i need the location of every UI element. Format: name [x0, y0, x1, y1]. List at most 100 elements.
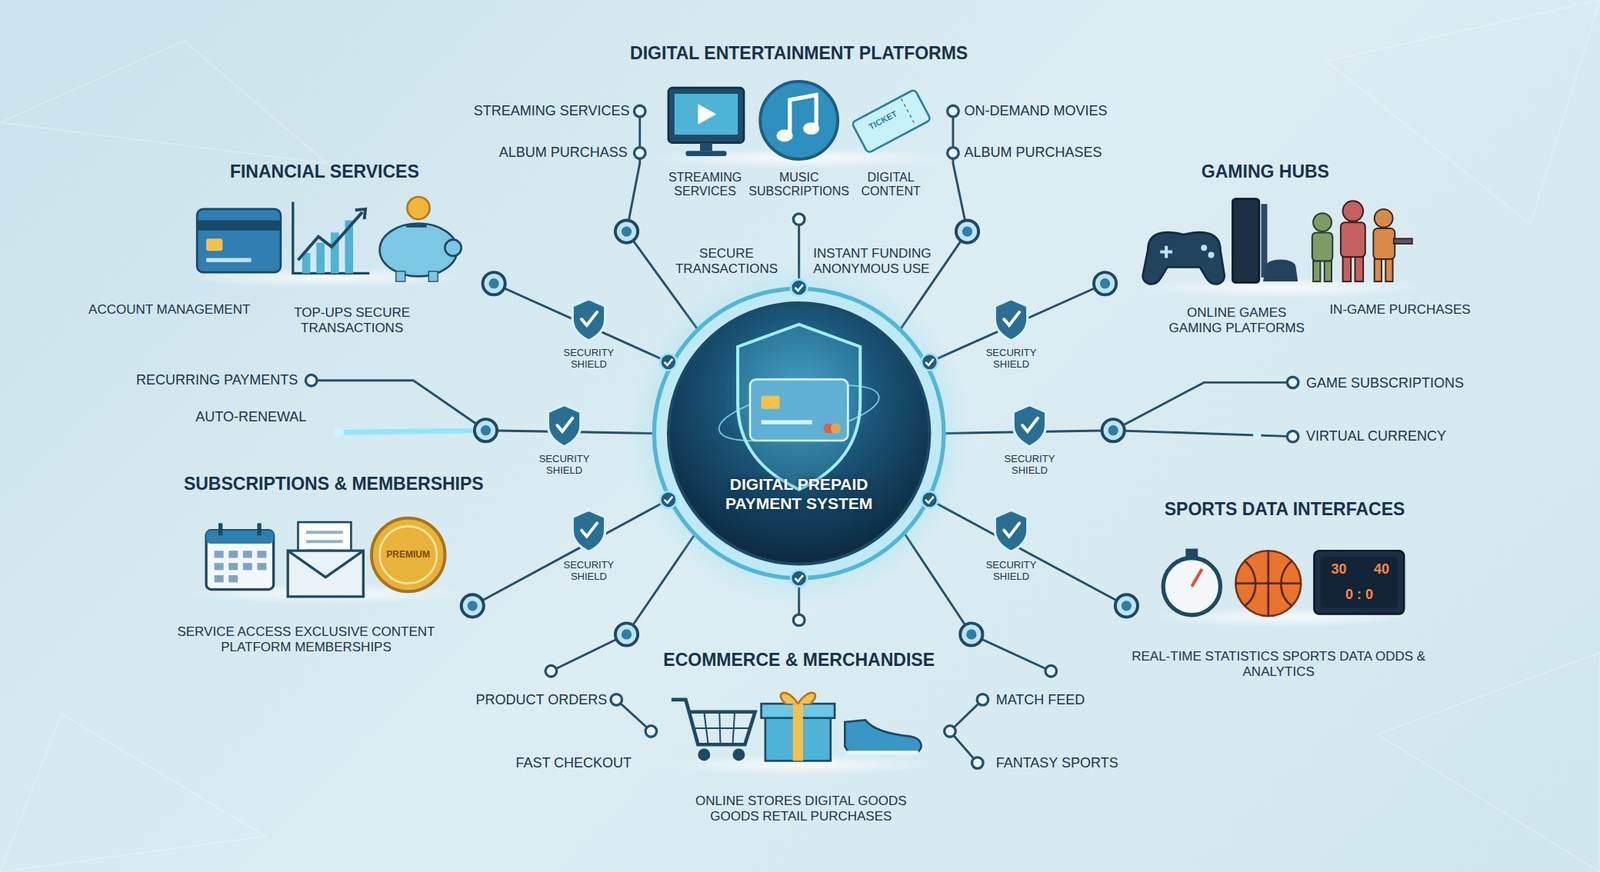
drawn-shape	[760, 81, 838, 160]
drawn-shape	[316, 243, 325, 274]
cluster-heading: SUBSCRIPTIONS & MEMBERSHIPS	[183, 473, 484, 494]
icon-caption: ONLINE GAMES GAMING PLATFORMS	[1160, 305, 1314, 336]
drawn-shape	[793, 703, 804, 761]
branch-label: MATCH FEED	[996, 692, 1086, 709]
shield-label: SECURITY SHIELD	[530, 453, 600, 477]
symbol-instance	[790, 279, 807, 296]
score-digit: 30	[1330, 561, 1347, 578]
icon-caption: SERVICE ACCESS EXCLUSIVE CONTENT PLATFOR…	[152, 624, 460, 655]
drawn-stroke	[1160, 246, 1173, 259]
drawn-shape	[243, 550, 253, 558]
drawn-shape	[243, 563, 253, 570]
drawn-stroke	[929, 500, 1127, 607]
drawn-shape	[214, 550, 224, 558]
drawn-shape	[761, 396, 780, 410]
node-title: DIGITAL PREPAID PAYMENT SYSTEM	[710, 474, 888, 514]
drawn-shape	[700, 143, 713, 152]
drawn-shape	[256, 550, 267, 558]
drawn-shape	[256, 523, 261, 536]
score-digit: 0 : 0	[1345, 586, 1374, 604]
drawn-stroke	[1244, 560, 1256, 606]
drawn-stroke	[1143, 232, 1225, 284]
drawn-shape	[228, 575, 238, 583]
drawn-shape	[851, 89, 931, 154]
branch-label: FANTASY SPORTS	[996, 755, 1119, 772]
cluster-heading: GAMING HUBS	[1201, 161, 1330, 182]
symbol-instance	[790, 570, 807, 587]
symbol-instance	[976, 694, 989, 707]
drawn-shape	[444, 240, 461, 257]
drawn-shape	[380, 526, 437, 584]
branch-label: ALBUM PURCHASES	[964, 144, 1103, 161]
symbol-instance	[1013, 405, 1046, 447]
drawn-stroke	[293, 202, 370, 274]
drawn-shape	[1393, 238, 1413, 244]
branch-label: AUTO-RENEWAL	[195, 409, 307, 426]
drawn-shape	[653, 288, 944, 579]
symbol-instance	[956, 220, 979, 243]
shield-label: SECURITY SHIELD	[976, 560, 1047, 584]
drawn-shape	[206, 258, 251, 263]
symbol-instance	[971, 757, 984, 770]
drawn-shape	[214, 563, 224, 570]
drawn-shape	[1313, 550, 1404, 614]
score-digit: 40	[1373, 561, 1390, 578]
drawn-shape	[1385, 259, 1393, 282]
shield-label: SECURITY SHIELD	[976, 347, 1047, 371]
drawn-shape	[1185, 549, 1198, 558]
symbol-instance	[660, 491, 677, 508]
symbol-instance	[610, 694, 623, 707]
drawn-shape	[1343, 200, 1364, 222]
branch-label: PRODUCT ORDERS	[476, 692, 608, 709]
drawn-shape	[714, 374, 884, 453]
icon-caption: IN-GAME PURCHASES	[1329, 302, 1470, 318]
drawn-shape	[1340, 200, 1366, 282]
drawn-stroke	[844, 720, 921, 753]
drawn-shape	[406, 196, 430, 220]
symbol-instance	[1045, 665, 1057, 677]
feature-label: INSTANT FUNDING ANONYMOUS USE	[813, 246, 956, 277]
drawn-shape	[206, 238, 223, 251]
drawn-stroke	[901, 98, 917, 126]
drawn-shape	[214, 575, 224, 583]
drawn-shape	[1340, 222, 1366, 257]
drawn-shape	[1373, 228, 1395, 260]
symbol-instance	[645, 726, 657, 738]
drawn-shape	[1324, 261, 1332, 283]
shield-label: SECURITY SHIELD	[553, 347, 624, 371]
drawn-shape	[228, 550, 238, 558]
ticket-text: TICKET	[867, 108, 900, 132]
drawn-shape	[1235, 550, 1301, 617]
symbol-instance	[572, 299, 605, 341]
drawn-stroke	[1263, 260, 1298, 283]
symbol-instance	[483, 272, 506, 295]
drawn-stroke	[339, 430, 487, 434]
symbol-instance	[1286, 376, 1299, 389]
symbol-instance	[545, 665, 557, 677]
drawn-shape	[1374, 209, 1394, 228]
drawn-shape	[668, 303, 930, 565]
drawn-stroke	[671, 700, 756, 745]
icon-caption: DIGITAL CONTENT	[848, 170, 934, 200]
icon-caption: ACCOUNT MANAGEMENT	[88, 302, 250, 318]
symbol-instance	[1115, 594, 1138, 617]
icon-caption: STREAMING SERVICES	[660, 170, 751, 200]
drawn-shape	[396, 271, 406, 282]
symbol-instance	[793, 213, 805, 226]
drawn-shape	[406, 224, 427, 228]
symbol-instance	[660, 353, 677, 370]
central-circle: DIGITAL PREPAID PAYMENT SYSTEM	[668, 303, 930, 565]
symbol-instance	[793, 614, 805, 627]
drawn-shape	[1312, 232, 1334, 261]
drawn-stroke	[780, 693, 816, 704]
drawn-shape	[674, 93, 738, 135]
drawn-shape	[311, 111, 1294, 764]
drawn-shape	[1343, 256, 1352, 282]
drawn-shape	[206, 530, 274, 590]
drawn-shape	[256, 563, 267, 570]
symbol-instance	[305, 374, 317, 387]
symbol-instance	[572, 510, 605, 552]
shield-label: SECURITY SHIELD	[994, 453, 1064, 477]
drawn-stroke	[1377, 653, 1600, 872]
drawn-stroke	[287, 550, 364, 577]
